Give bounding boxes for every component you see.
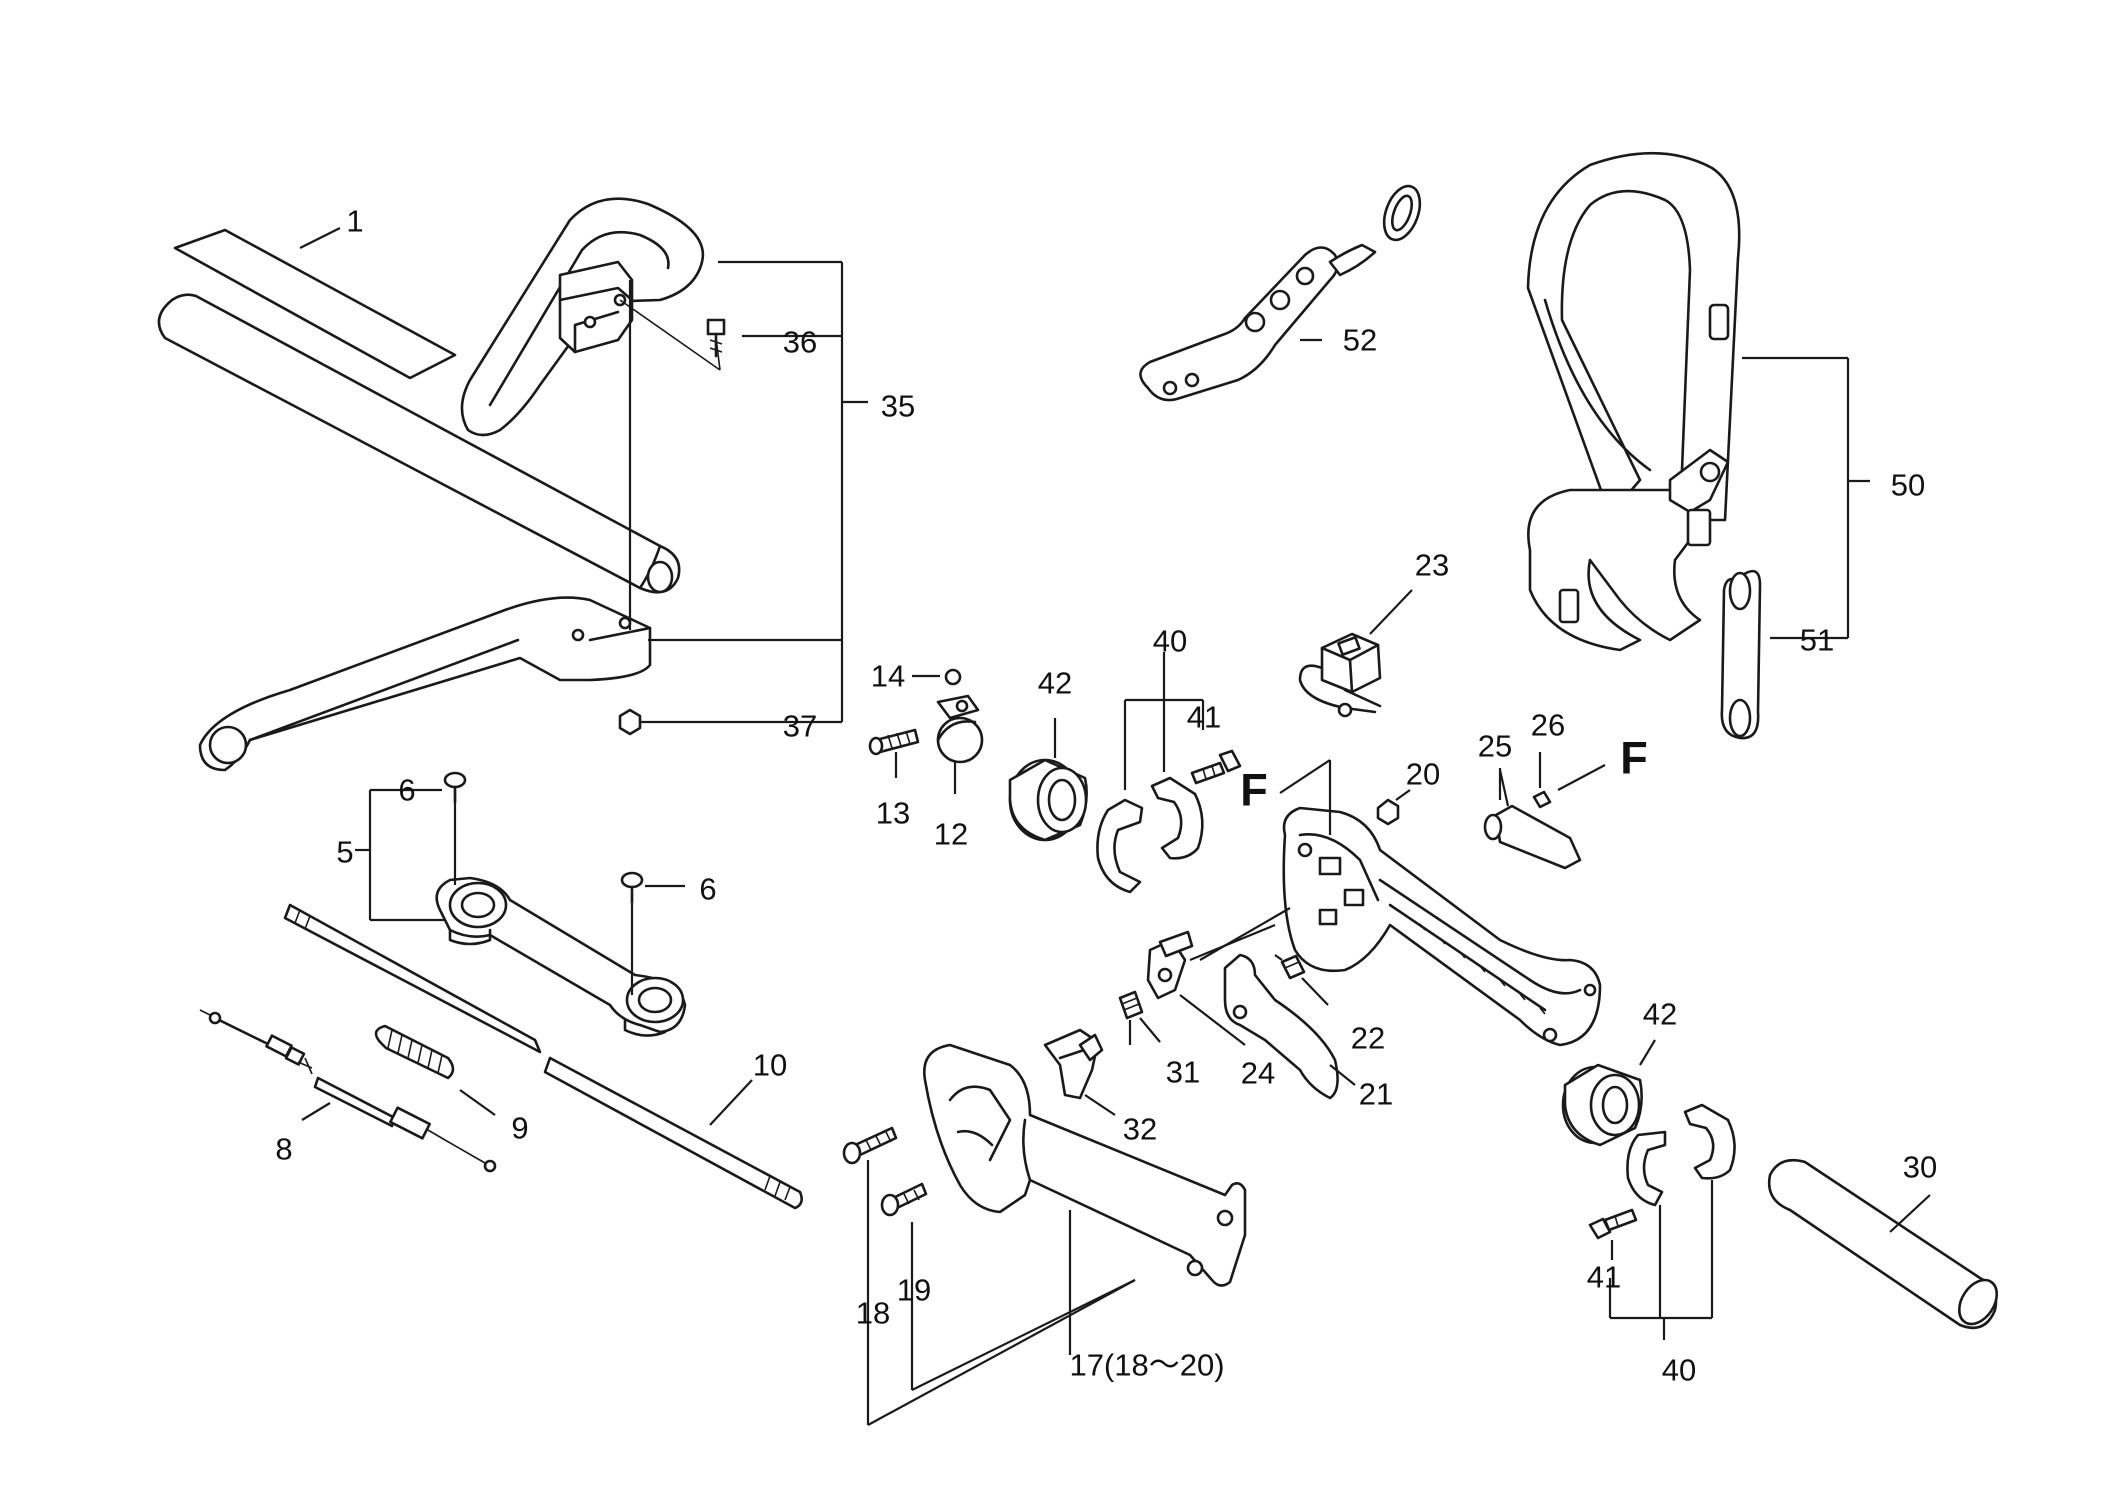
callout-23: 23 xyxy=(1414,547,1450,583)
callout-40-upper: 40 xyxy=(1152,623,1188,659)
bracket-50-51 xyxy=(1742,356,1870,640)
part-20-nut xyxy=(1376,789,1411,826)
part-31-spring xyxy=(1118,990,1161,1045)
callout-21: 21 xyxy=(1358,1076,1394,1112)
lower-grip-half xyxy=(922,1043,1247,1287)
part-12-clamp xyxy=(936,694,984,794)
part-51-carabiner xyxy=(1720,569,1762,740)
throttle-housing-17 xyxy=(1199,759,1602,1047)
part-40-upper-clamp-halves xyxy=(1096,652,1205,894)
callout-42-lower: 42 xyxy=(1642,996,1678,1032)
callout-17: 17(18～20) xyxy=(1069,1347,1225,1383)
callout-40-lower: 40 xyxy=(1661,1352,1697,1388)
callout-5: 5 xyxy=(336,834,354,870)
part-8-throttle-cable xyxy=(199,1009,497,1173)
callout-6-lower: 6 xyxy=(699,871,717,907)
part-36-screw xyxy=(706,318,726,358)
callout-19: 19 xyxy=(896,1272,932,1308)
part-25-cover xyxy=(1483,769,1582,870)
callout-32: 32 xyxy=(1122,1111,1158,1147)
callout-8: 8 xyxy=(275,1131,293,1167)
part-42-upper-bushing xyxy=(1008,718,1088,842)
part-5-clamp-assembly xyxy=(435,788,687,1037)
callout-22: 22 xyxy=(1350,1020,1386,1056)
callout-52: 52 xyxy=(1342,322,1378,358)
callout-36: 36 xyxy=(782,324,818,360)
callout-F-left: F xyxy=(1240,764,1268,816)
callout-41-upper: 41 xyxy=(1186,699,1222,735)
part-1-decal-and-shaft-tube xyxy=(157,228,681,594)
callout-6-upper: 6 xyxy=(398,772,416,808)
callout-20: 20 xyxy=(1405,756,1441,792)
part-9-spring xyxy=(374,1024,496,1116)
bracket-35 xyxy=(299,227,868,724)
part-35-loop-handle xyxy=(198,197,721,772)
part-52-hanger-bracket xyxy=(1139,184,1422,402)
callout-26: 26 xyxy=(1530,707,1566,743)
callout-18: 18 xyxy=(855,1295,891,1331)
part-32-lockout xyxy=(1043,1028,1116,1116)
callout-14: 14 xyxy=(870,658,906,694)
part-21-throttle-trigger xyxy=(1223,953,1356,1100)
part-37-nut xyxy=(618,708,642,736)
part-6-screws xyxy=(355,771,685,922)
callout-35: 35 xyxy=(880,388,916,424)
callout-31: 31 xyxy=(1165,1054,1201,1090)
part-18-bolt xyxy=(842,1126,898,1165)
part-22-spring xyxy=(1274,954,1329,1006)
callout-9: 9 xyxy=(511,1110,529,1146)
callout-37: 37 xyxy=(782,708,818,744)
bracket-17-18-19 xyxy=(866,1160,1136,1426)
callout-1: 1 xyxy=(346,203,364,239)
callout-13: 13 xyxy=(875,795,911,831)
part-23-stop-switch xyxy=(1298,589,1413,718)
callout-30: 30 xyxy=(1902,1149,1938,1185)
part-19-bolt xyxy=(880,1182,928,1217)
part-40-lower-clamp-halves xyxy=(1608,1103,1736,1340)
part-10-drive-shaft xyxy=(283,903,803,1210)
part-50-shoulder-harness xyxy=(1526,151,1741,652)
part-14-nut xyxy=(912,668,962,686)
callout-50: 50 xyxy=(1890,467,1926,503)
part-13-bolt xyxy=(868,728,920,778)
part-42-lower-bushing xyxy=(1561,1039,1656,1147)
part-24-latch xyxy=(1146,923,1276,1046)
callout-F-right: F xyxy=(1620,732,1648,784)
part-41-upper-screw xyxy=(1190,749,1242,785)
callout-41-lower: 41 xyxy=(1586,1259,1622,1295)
callout-42-upper: 42 xyxy=(1037,665,1073,701)
part-26-screw xyxy=(1532,752,1606,809)
part-41-lower-screw xyxy=(1588,1208,1638,1260)
callout-51: 51 xyxy=(1799,622,1835,658)
callout-25: 25 xyxy=(1477,728,1513,764)
callout-24: 24 xyxy=(1240,1055,1276,1091)
part-30-tube xyxy=(1767,1158,1999,1330)
callout-12: 12 xyxy=(933,816,969,852)
callout-10: 10 xyxy=(752,1047,788,1083)
